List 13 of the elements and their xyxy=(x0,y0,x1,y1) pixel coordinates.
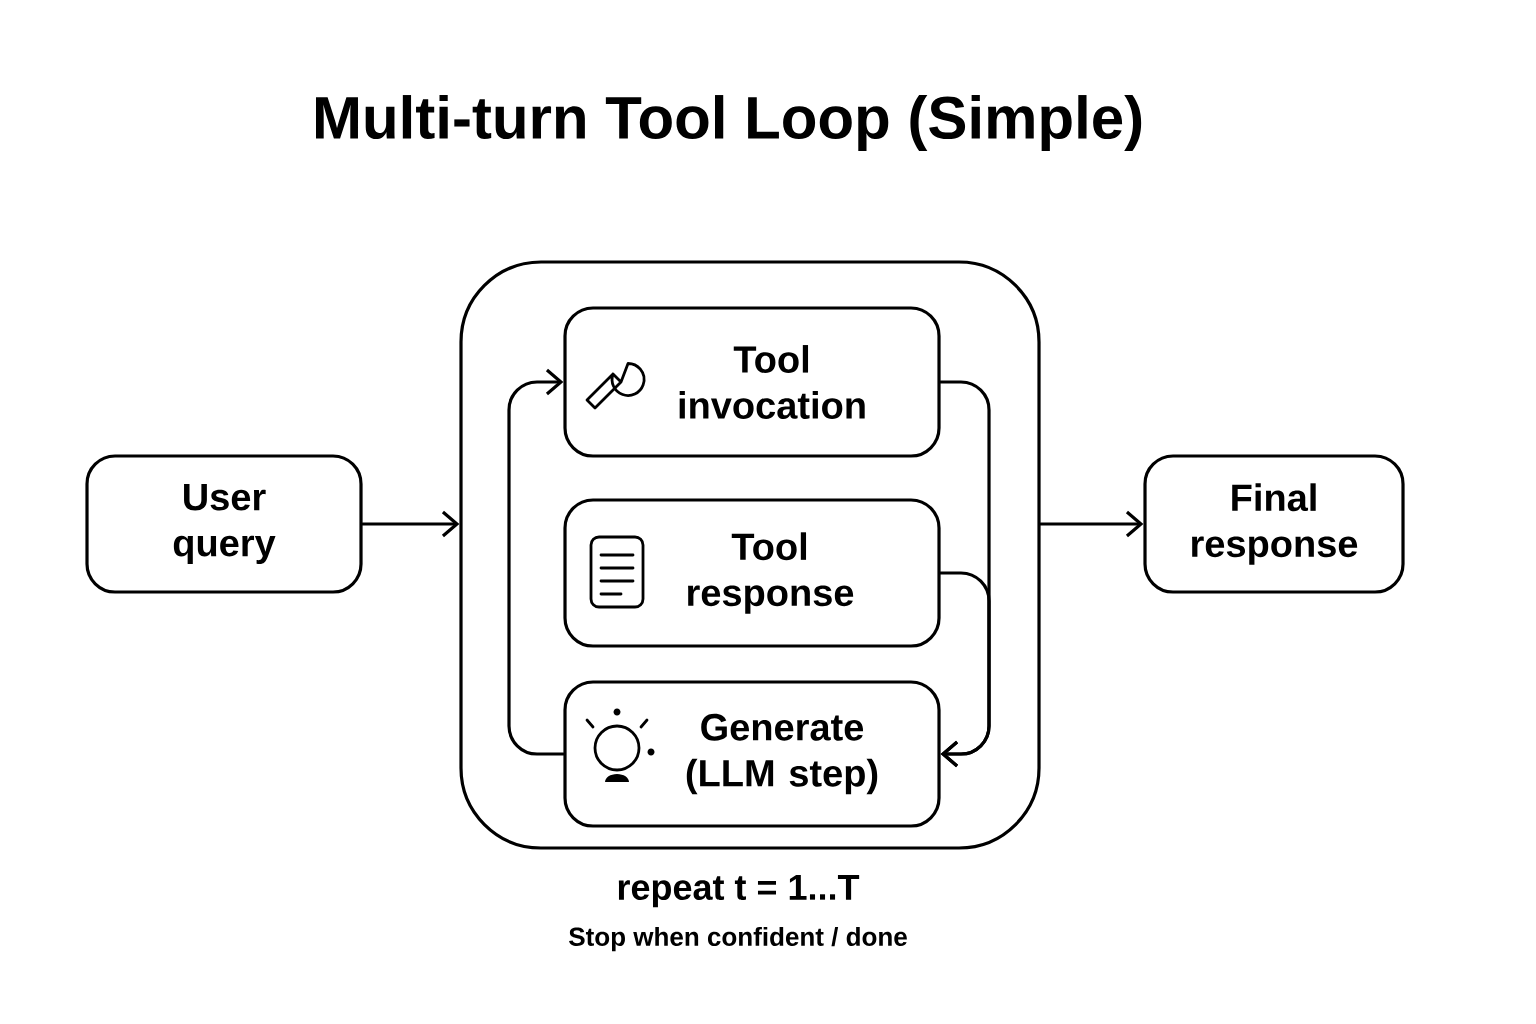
arrow xyxy=(507,368,565,756)
process-box: Tool response xyxy=(563,498,941,648)
process-box: Final response xyxy=(1143,454,1405,594)
process-box: Generate (LLM step) xyxy=(563,680,941,828)
loop-label: repeat t = 1...T xyxy=(618,874,860,908)
process-box: User query xyxy=(85,454,363,594)
arrow xyxy=(1039,510,1144,538)
arrow xyxy=(939,571,991,768)
process-box: Tool invocation xyxy=(563,306,941,458)
loop-container xyxy=(459,260,1041,850)
title: Multi-turn Tool Loop (Simple) xyxy=(316,95,1142,151)
arrow xyxy=(361,510,460,538)
note: Stop when confident / done xyxy=(569,926,907,952)
